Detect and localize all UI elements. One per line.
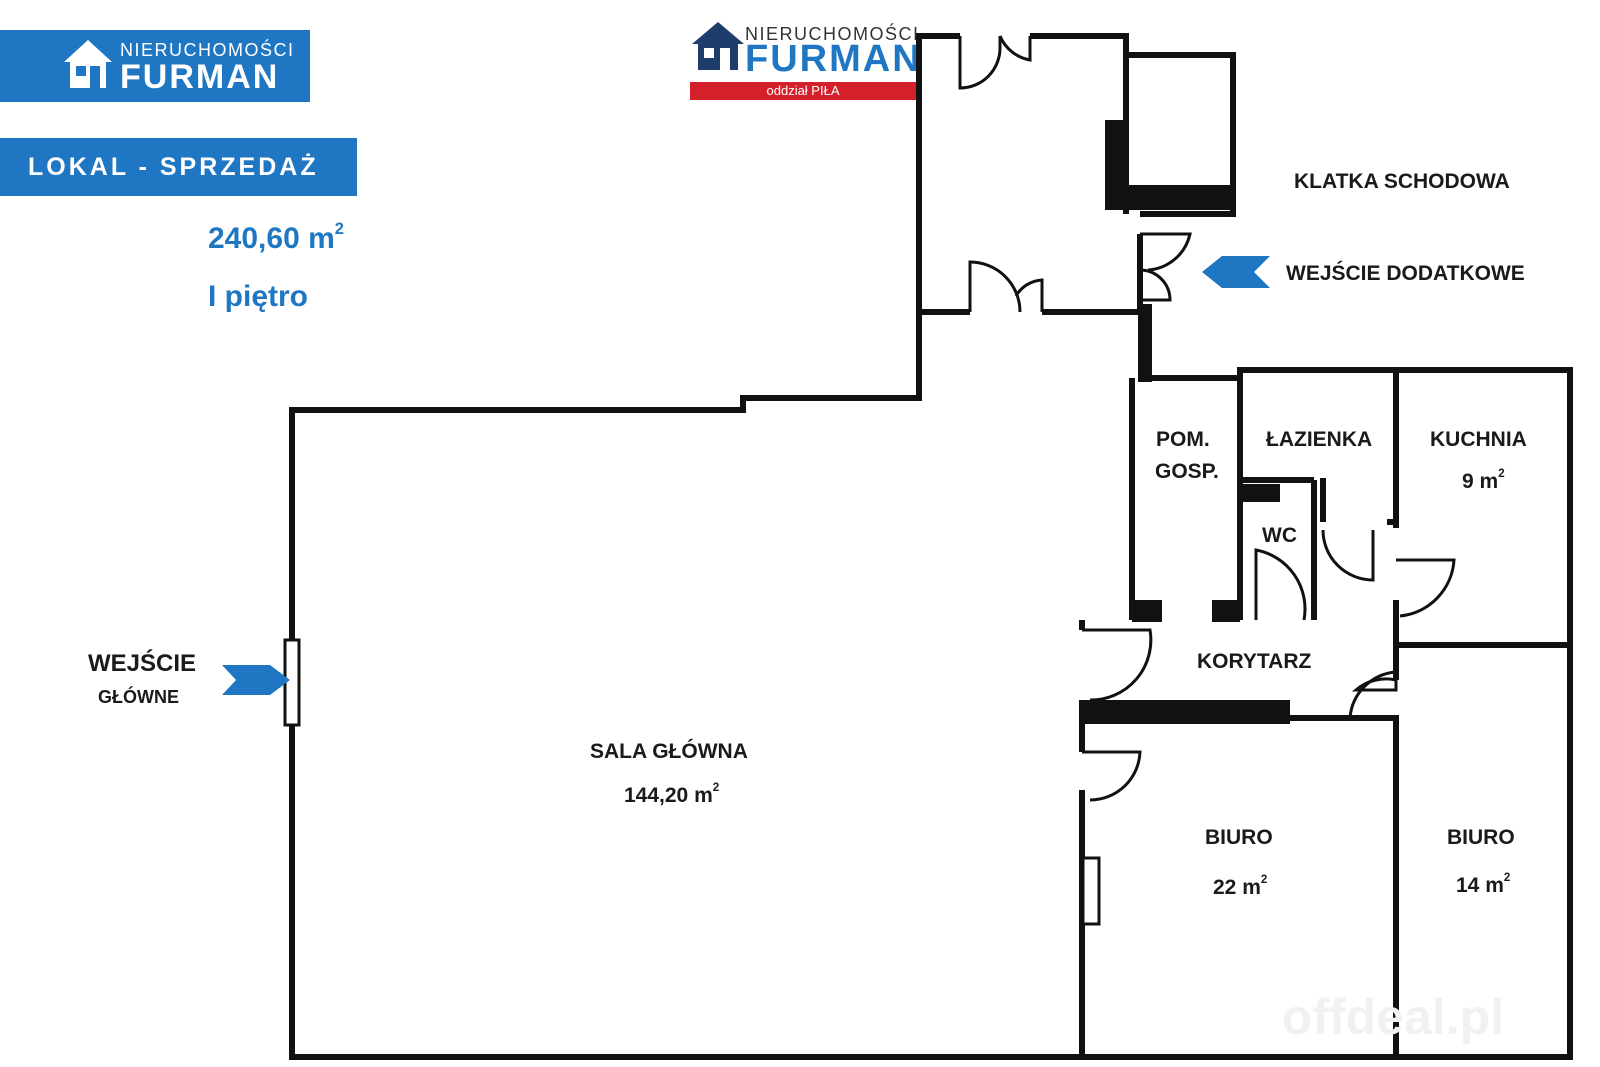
door-biuro-1	[1082, 750, 1142, 802]
room-klatka-name: KLATKA SCHODOWA	[1294, 170, 1510, 193]
door-stair-lower	[968, 260, 1022, 313]
room-biuro2-area-value: 14 m	[1456, 874, 1504, 897]
door-kuchnia	[1396, 558, 1456, 618]
room-sala-name: SALA GŁÓWNA	[590, 740, 748, 763]
watermark: offdeal.pl	[1281, 989, 1504, 1045]
door-lazienka	[1321, 529, 1375, 582]
center-brand-name-small: NIERUCHOMOŚCI	[745, 24, 920, 44]
room-wc-name: WC	[1262, 524, 1297, 547]
wall-upper-lower2	[1042, 234, 1143, 315]
offer-type-banner: LOKAL - SPRZEDAŻ	[0, 138, 357, 196]
room-kuchnia-area-value: 9 m	[1462, 470, 1499, 493]
center-brand-name-big: FURMAN	[745, 38, 922, 80]
center-house-icon	[692, 22, 744, 70]
extra-entrance-label: WEJŚCIE DODATKOWE	[1286, 262, 1525, 285]
wall-stair-right	[1126, 52, 1236, 217]
total-area-value: 240,60 m	[208, 222, 335, 255]
wall-stair-top	[1030, 33, 1129, 104]
room-biuro2-name: BIURO	[1447, 826, 1515, 849]
house-icon	[64, 40, 112, 88]
main-door-opening	[283, 638, 301, 727]
total-area: 240,60 m2	[208, 220, 344, 256]
offer-type-label: LOKAL - SPRZEDAŻ	[28, 153, 319, 181]
room-pom-line2: GOSP.	[1155, 460, 1219, 483]
room-korytarz-name: KORYTARZ	[1197, 650, 1312, 673]
room-sala-area-value: 144,20 m	[624, 784, 713, 807]
wall-outer-bottom	[289, 304, 1573, 1060]
room-lazienka-name: ŁAZIENKA	[1266, 428, 1373, 451]
brand-name-small: NIERUCHOMOŚCI	[120, 40, 295, 60]
room-kuchnia-name: KUCHNIA	[1430, 428, 1527, 451]
room-biuro1-area-sup: 2	[1260, 874, 1268, 886]
arrow-left-icon	[1202, 256, 1270, 288]
door-corridor	[1082, 628, 1153, 702]
brand-logo: NIERUCHOMOŚCI FURMAN	[0, 30, 310, 102]
arrow-right-icon	[222, 665, 290, 695]
room-biuro1-area: 22 m2	[1213, 874, 1268, 900]
floor-label: I piętro	[208, 280, 309, 313]
room-pom-line1: POM.	[1156, 428, 1210, 451]
door-wc	[1254, 548, 1307, 621]
room-sala-area: 144,20 m2	[624, 782, 720, 808]
room-sala-area-sup: 2	[712, 782, 720, 794]
room-kuchnia-area: 9 m2	[1462, 468, 1505, 494]
room-biuro1-area-value: 22 m	[1213, 876, 1261, 899]
brand-name-big: FURMAN	[120, 58, 280, 96]
total-area-unit-sup: 2	[334, 220, 344, 238]
wall-outer-main	[289, 33, 960, 640]
room-kuchnia-area-sup: 2	[1498, 468, 1505, 480]
main-entrance-line1: WEJŚCIE	[88, 650, 197, 677]
branch-label: oddział PIŁA	[690, 82, 916, 100]
door-extra-entrance	[1140, 232, 1192, 272]
door-top-1	[958, 36, 1002, 90]
window-biuro	[1081, 856, 1101, 926]
room-biuro2-area-sup: 2	[1503, 872, 1511, 884]
main-entrance-line2: GŁÓWNE	[98, 687, 179, 707]
room-biuro2-area: 14 m2	[1456, 872, 1511, 898]
room-biuro1-name: BIURO	[1205, 826, 1273, 849]
